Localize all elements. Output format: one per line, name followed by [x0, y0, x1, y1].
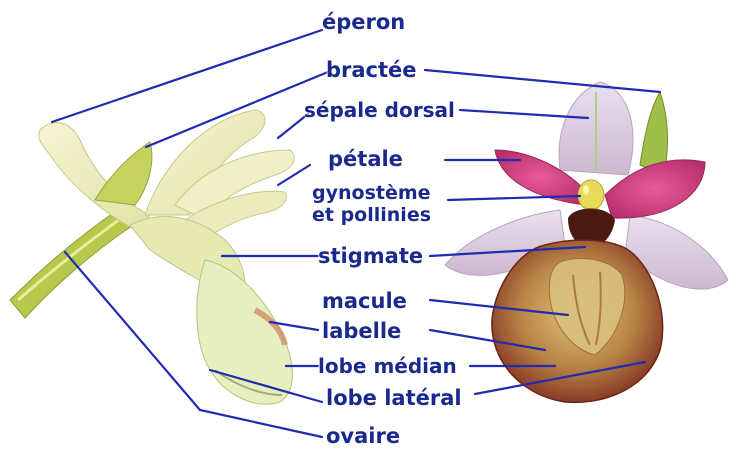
label-sepale-dorsal: sépale dorsal	[304, 100, 455, 120]
bract-shape	[95, 142, 152, 205]
label-bractee: bractée	[326, 60, 417, 81]
leader-eperon	[52, 30, 322, 122]
gynostemium	[578, 180, 604, 210]
label-stigmate: stigmate	[318, 246, 423, 267]
label-lobe-lateral: lobe latéral	[326, 388, 462, 409]
leader-bractee-right	[425, 70, 660, 92]
label-petale: pétale	[328, 149, 403, 170]
label-macule: macule	[322, 291, 407, 312]
label-eperon: éperon	[322, 12, 405, 33]
label-labelle: labelle	[322, 321, 401, 342]
label-lobe-median: lobe médian	[318, 356, 457, 376]
label-gynosteme-line2: et pollinies	[312, 204, 431, 226]
label-gynosteme: gynostème et pollinies	[312, 183, 431, 227]
label-ovaire: ovaire	[326, 426, 400, 447]
label-gynosteme-line1: gynostème	[312, 182, 431, 204]
front-view-flower	[445, 82, 728, 402]
